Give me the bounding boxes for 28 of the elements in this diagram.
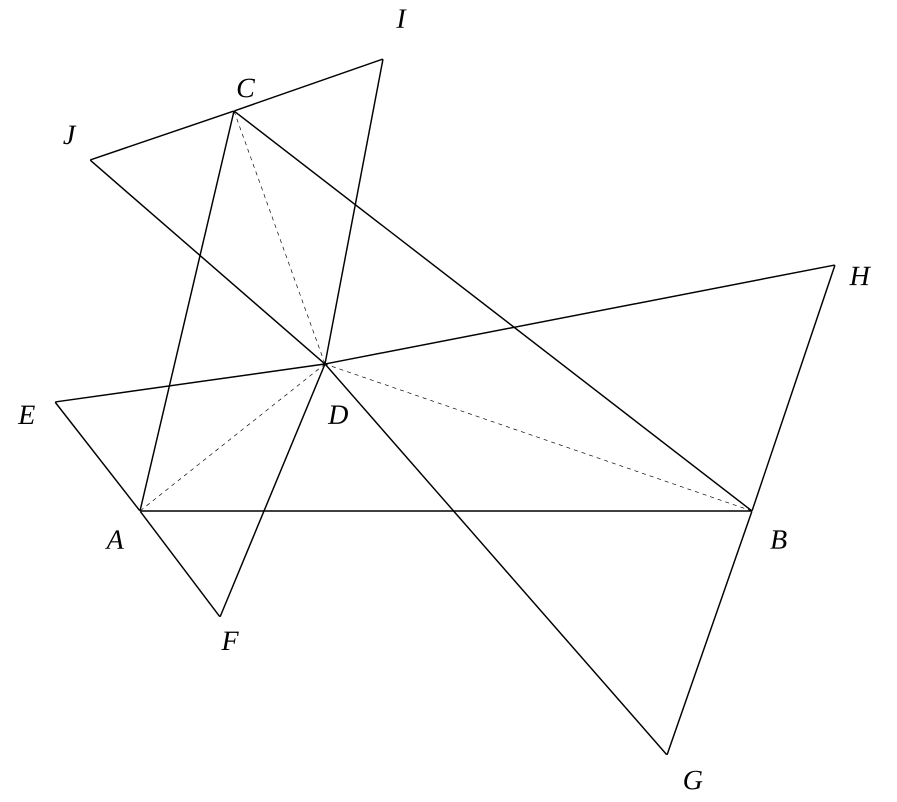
line-segment (324, 364, 752, 512)
point-label: H (849, 266, 872, 286)
line-segment (234, 110, 326, 364)
point-label: B (770, 530, 787, 549)
line-segment (139, 111, 235, 511)
line-segment (90, 160, 326, 364)
line-segment (140, 364, 326, 512)
point-label: I (396, 9, 407, 28)
line-segment (666, 511, 753, 755)
line-segment (234, 110, 752, 512)
point-label: J (63, 126, 76, 144)
line-segment (219, 364, 326, 617)
point-label: D (328, 406, 348, 424)
line-segment (54, 402, 140, 512)
line-segment (324, 59, 384, 364)
point-label: A (105, 530, 124, 549)
point-label: C (238, 78, 256, 98)
line-segment (90, 110, 234, 161)
line-segment (325, 264, 835, 365)
point-label: F (221, 632, 239, 650)
point-label: E (18, 406, 35, 424)
line-segment (55, 363, 325, 403)
line-segment (140, 510, 220, 618)
point-label: G (684, 770, 702, 790)
line-segment (751, 265, 836, 511)
line-segment (140, 510, 752, 512)
line-segment (324, 364, 668, 756)
line-segment (234, 58, 383, 112)
